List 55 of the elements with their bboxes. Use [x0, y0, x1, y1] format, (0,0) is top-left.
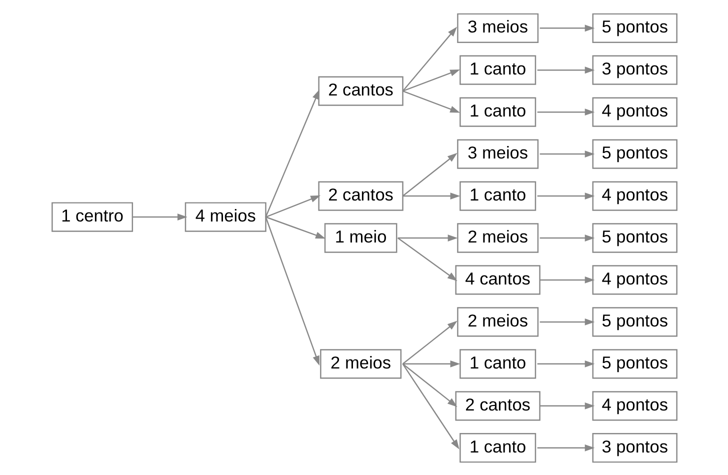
arrow	[402, 363, 459, 449]
arrow	[265, 216, 326, 238]
node-box: 5 pontos	[592, 138, 677, 168]
arrow	[132, 213, 187, 220]
arrow	[539, 150, 594, 158]
arrow	[396, 237, 457, 281]
node-box: 3 meios	[456, 138, 538, 168]
arrow	[402, 26, 457, 91]
node-box: 2 cantos	[318, 76, 403, 106]
arrow	[539, 276, 594, 283]
node-box: 4 pontos	[592, 180, 677, 210]
arrow	[402, 192, 460, 199]
node-box: 4 meios	[184, 202, 266, 232]
node-box: 3 pontos	[592, 54, 677, 84]
node-box: 1 canto	[459, 348, 536, 378]
node-box: 4 pontos	[592, 390, 677, 420]
arrow	[536, 108, 594, 116]
node-box: 3 pontos	[592, 432, 677, 462]
node-box: 4 cantos	[454, 264, 540, 294]
node-box: 4 pontos	[592, 264, 677, 294]
node-box: 4 pontos	[592, 96, 677, 126]
node-box: 5 pontos	[592, 222, 677, 252]
arrow	[536, 66, 594, 74]
arrow	[402, 360, 460, 367]
node-box: 3 meios	[456, 12, 538, 42]
arrow	[402, 320, 457, 364]
arrow	[397, 234, 458, 241]
node-box: 1 canto	[459, 54, 536, 84]
arrow	[539, 24, 594, 32]
node-box: 5 pontos	[592, 12, 677, 42]
arrow	[264, 216, 319, 366]
node-box: 1 centro	[51, 202, 133, 232]
arrow	[264, 88, 320, 217]
node-box: 2 meios	[456, 222, 538, 252]
arrow	[265, 194, 320, 218]
node-box: 1 canto	[459, 96, 536, 126]
arrow	[536, 360, 594, 367]
arrow	[539, 402, 594, 409]
node-box: 1 meio	[324, 222, 397, 252]
arrow	[402, 362, 457, 407]
node-box: 1 canto	[459, 432, 536, 462]
arrow	[539, 318, 594, 325]
node-box: 2 meios	[320, 348, 402, 378]
node-box: 5 pontos	[592, 348, 677, 378]
node-box: 1 canto	[459, 180, 536, 210]
arrow	[402, 90, 460, 112]
arrow	[536, 444, 594, 451]
arrow	[402, 152, 457, 196]
node-box: 5 pontos	[592, 306, 677, 336]
node-box: 2 cantos	[318, 180, 403, 210]
arrow	[536, 192, 594, 199]
arrow	[402, 68, 460, 92]
node-box: 2 meios	[456, 306, 538, 336]
node-box: 2 cantos	[454, 390, 540, 420]
arrow	[539, 234, 594, 241]
